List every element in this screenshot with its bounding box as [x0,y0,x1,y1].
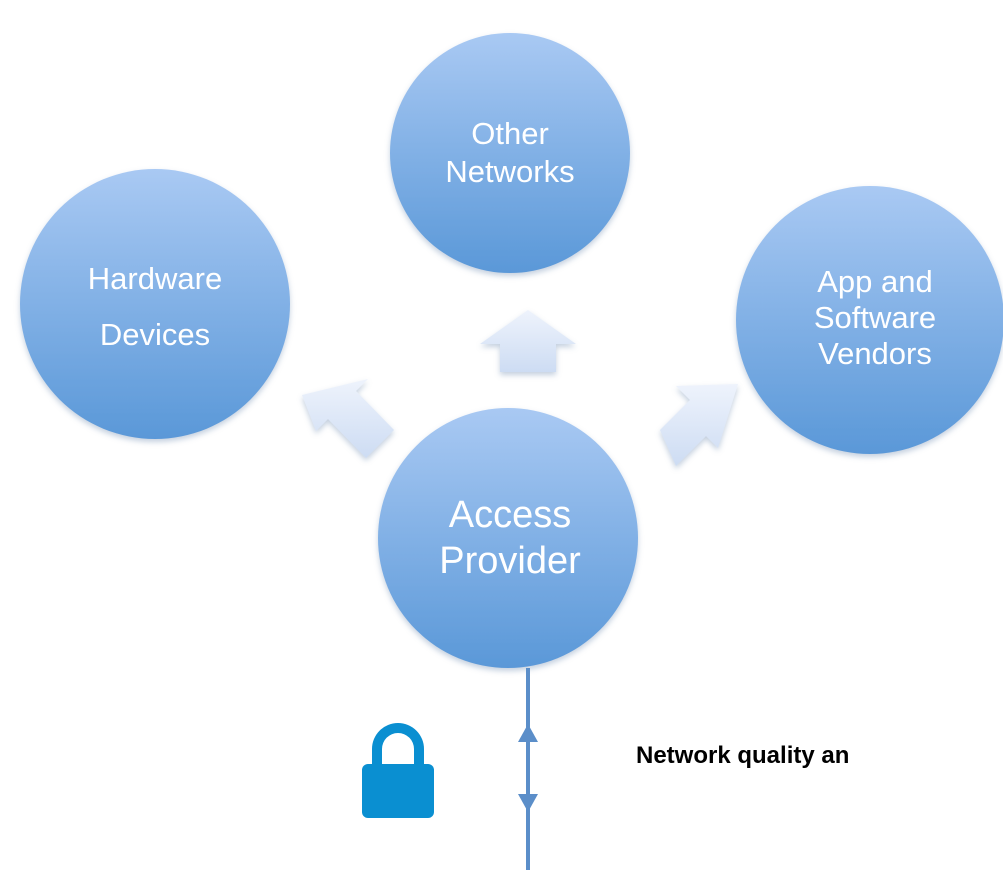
node-app-software-vendors [736,186,1003,454]
node-access-provider-line1: Access [448,494,572,536]
node-hardware-devices-line2: Devices [99,317,211,352]
double-arrow-icon [518,668,538,870]
node-hardware-devices [20,169,290,439]
node-app-vendors-line2: Software [813,300,937,335]
node-hardware-devices-label: Hardware Devices [35,252,275,362]
node-app-vendors-line1: App and [817,264,933,299]
node-other-networks-line1: Other [471,116,549,151]
network-quality-caption: Network quality an [636,742,850,769]
node-access-provider-line2: Provider [439,540,581,582]
node-access-provider [378,408,638,668]
node-other-networks-label: Other Networks [390,108,630,198]
node-app-vendors-label: App and Software Vendors [755,248,995,388]
lock-icon [362,723,434,818]
node-access-provider-label: Access Provider [400,478,620,598]
node-app-vendors-line3: Vendors [818,336,932,371]
arrow-upper-left [302,379,394,458]
arrow-upper-right [660,384,738,466]
arrow-up [480,310,576,372]
node-other-networks-line2: Networks [445,154,575,189]
node-hardware-devices-line1: Hardware [87,261,223,296]
node-other-networks [390,33,630,273]
